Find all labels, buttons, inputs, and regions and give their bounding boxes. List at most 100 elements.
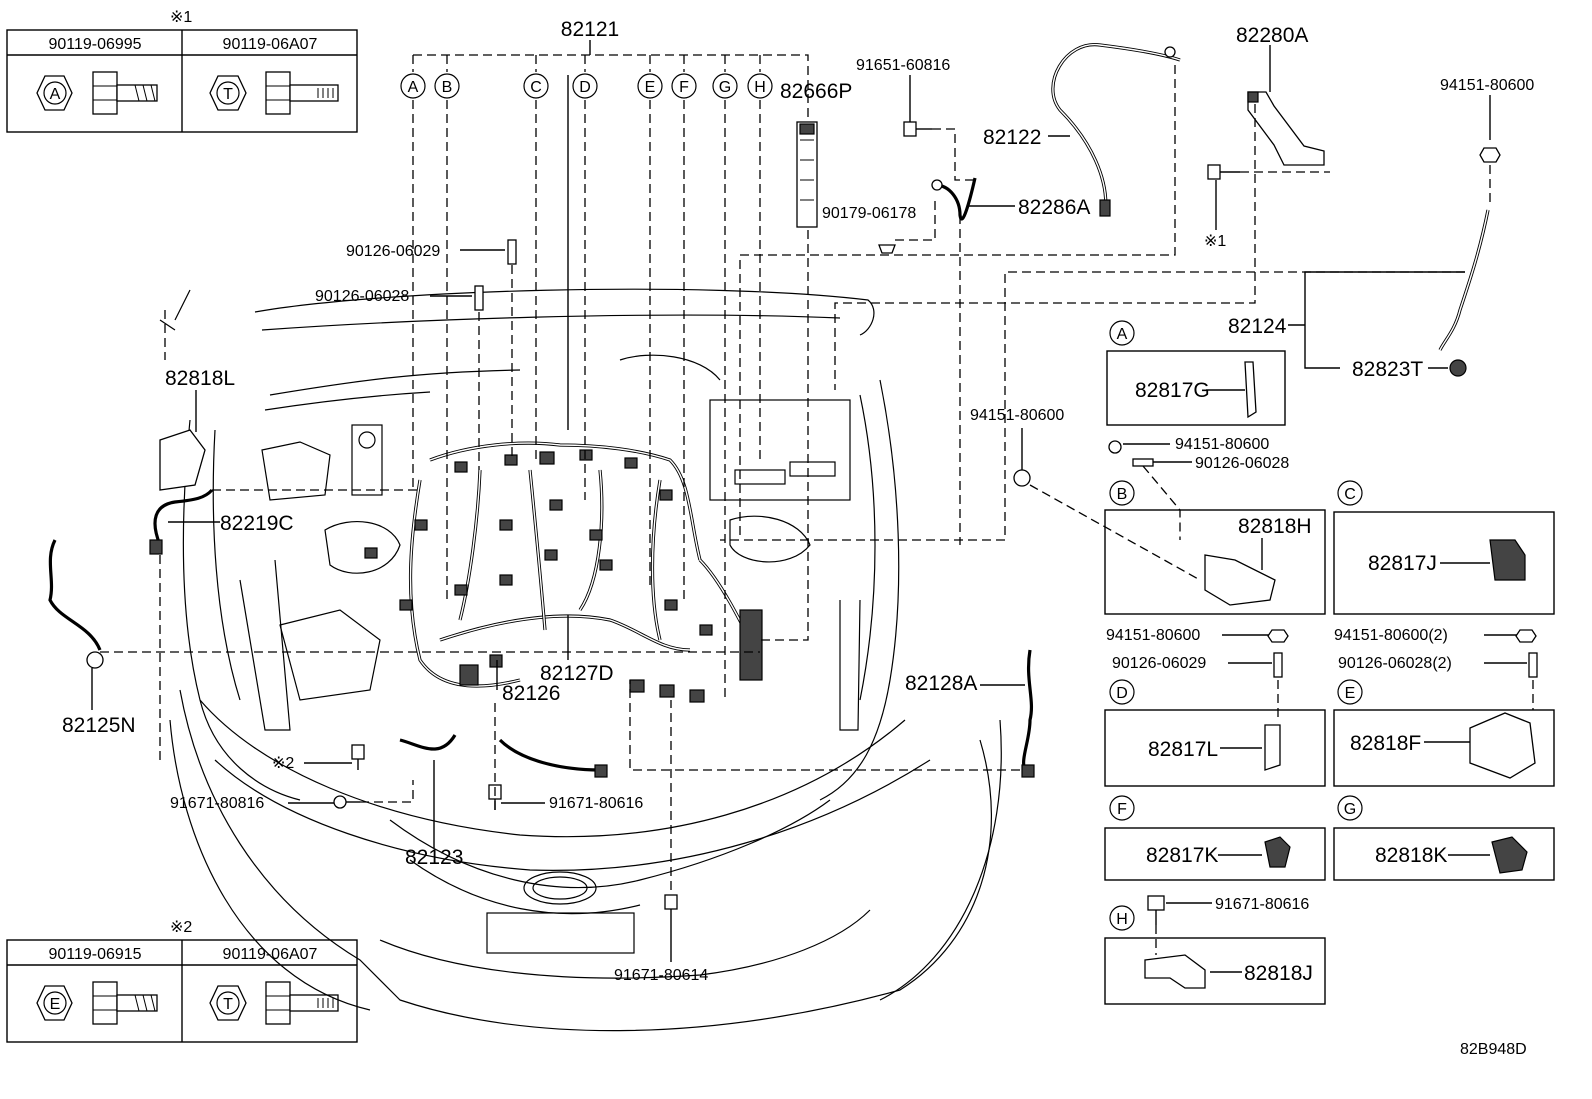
panel-A-part: 82817G <box>1135 379 1210 402</box>
svg-text:H: H <box>1116 911 1128 928</box>
bolt-91651-icon <box>903 121 932 137</box>
flange-bolt-icon: T <box>209 985 247 1021</box>
svg-text:B: B <box>1117 486 1128 503</box>
letter-callouts: A B C D E F G H <box>400 73 773 99</box>
label-main-part: 82121 <box>561 18 619 41</box>
label-82286A: 82286A <box>1018 196 1090 219</box>
callout-C: C <box>530 79 542 96</box>
panel-H-bolt: 91671-80616 <box>1215 896 1309 913</box>
detail-panel-H: H 91671-80616 82818J <box>1104 895 1326 1005</box>
label-mark1: ※1 <box>1204 233 1226 250</box>
svg-text:A: A <box>1117 326 1128 343</box>
label-90126-06028-top: 90126-06028 <box>315 288 409 305</box>
flange-bolt-icon: T <box>209 75 247 111</box>
panel-B-part: 82818H <box>1238 515 1312 538</box>
label-91671-80816: 91671-80816 <box>170 795 264 812</box>
label-82823T: 82823T <box>1352 358 1423 381</box>
detail-panel-G: G 82818K <box>1333 795 1555 881</box>
callout-E: E <box>645 79 656 96</box>
bolt-91671-80614-icon <box>664 894 678 925</box>
callout-A: A <box>408 79 419 96</box>
wire-82125N <box>48 539 102 651</box>
clip-90179-icon <box>878 244 896 254</box>
panel-C-stud: 90126-06028(2) <box>1338 655 1452 672</box>
leader-lines <box>91 40 1491 962</box>
wire-82122 <box>1051 43 1181 216</box>
label-82818L: 82818L <box>165 367 235 390</box>
callout-F: F <box>679 79 689 96</box>
table1-col2-pn: 90119-06A07 <box>223 36 318 53</box>
label-82125N: 82125N <box>62 714 136 737</box>
callout-B: B <box>442 79 453 96</box>
bolt-side-icon <box>265 71 339 115</box>
panel-E-part: 82818F <box>1350 732 1421 755</box>
label-mark2: ※2 <box>272 755 294 772</box>
svg-text:A: A <box>50 86 61 103</box>
label-82128A: 82128A <box>905 672 977 695</box>
diagram-code: 82B948D <box>1460 1041 1527 1058</box>
panel-C-part: 82817J <box>1368 552 1437 575</box>
label-82127D: 82127D <box>540 662 614 685</box>
bolt-mark1-icon <box>1207 164 1240 180</box>
bolt-91671-80816-icon <box>333 795 360 809</box>
bolt-side-icon <box>92 71 158 115</box>
table2-mark: ※2 <box>170 919 192 936</box>
svg-text:T: T <box>223 996 233 1013</box>
wire-82128A <box>1022 649 1034 771</box>
detail-panel-E: E 82818F <box>1333 679 1555 787</box>
label-91651: 91651-60816 <box>856 57 950 74</box>
panel-H-part: 82818J <box>1244 962 1313 985</box>
svg-text:E: E <box>50 996 61 1013</box>
panel-B-stud: 90126-06029 <box>1112 655 1206 672</box>
fastener-table-2: ※2 90119-06915 90119-06A07 E T <box>6 919 358 1043</box>
panel-A-nut-icon <box>1108 440 1122 454</box>
label-82219C: 82219C <box>220 512 294 535</box>
callout-D: D <box>579 79 591 96</box>
detail-panel-B: B 82818H 94151-80600 90126-06029 <box>1104 480 1326 720</box>
flange-nut-icon: E <box>36 985 73 1021</box>
table1-mark: ※1 <box>170 9 192 26</box>
relay-block-82666P <box>796 121 818 228</box>
bracket-82818L <box>159 429 206 491</box>
panel-C-stud-icon <box>1528 652 1538 678</box>
label-90126-06029-top: 90126-06029 <box>346 243 440 260</box>
panel-C-nut: 94151-80600(2) <box>1334 627 1448 644</box>
svg-text:C: C <box>1344 486 1356 503</box>
wire-82124 <box>1438 209 1490 351</box>
panel-B-stud-icon <box>1273 652 1283 678</box>
table1-col1-pn: 90119-06995 <box>48 36 141 53</box>
detail-panel-A: A 82817G 94151-80600 90126-06028 <box>1106 320 1289 540</box>
panel-B-nut-icon <box>1267 629 1289 643</box>
table2-col1-pn: 90119-06915 <box>48 946 141 963</box>
label-91671-80616-mid: 91671-80616 <box>549 795 643 812</box>
bolt-side-icon <box>92 981 158 1025</box>
svg-text:F: F <box>1117 801 1127 818</box>
panel-D-part: 82817L <box>1148 738 1218 761</box>
label-82666P: 82666P <box>780 80 852 103</box>
detail-panel-F: F 82817K <box>1104 795 1326 881</box>
detail-panel-C: C 82817J 94151-80600(2) 90126-06028(2) <box>1333 480 1555 710</box>
label-91671-80614: 91671-80614 <box>614 967 708 984</box>
nut-94151-icon <box>1479 147 1501 163</box>
svg-text:D: D <box>1116 685 1128 702</box>
wire-82123 <box>399 734 457 751</box>
svg-text:G: G <box>1344 801 1356 818</box>
bolt-mark2-icon <box>351 744 365 770</box>
svg-text:T: T <box>223 86 233 103</box>
callout-G: G <box>719 79 731 96</box>
part-labels: 82121 82666P 91651-60816 82122 82280A 94… <box>62 18 1534 1058</box>
panel-A-stud: 90126-06028 <box>1195 455 1289 472</box>
bolt-side-icon <box>265 981 339 1025</box>
label-94151-top: 94151-80600 <box>1440 77 1534 94</box>
panel-B-nut: 94151-80600 <box>1106 627 1200 644</box>
panel-C-nut-icon <box>1515 629 1537 643</box>
callout-H: H <box>754 79 766 96</box>
label-82122: 82122 <box>983 126 1041 149</box>
table2-col2-pn: 90119-06A07 <box>223 946 318 963</box>
panel-A-nut: 94151-80600 <box>1175 436 1269 453</box>
wire-82219C <box>153 488 214 546</box>
label-82124: 82124 <box>1228 315 1287 338</box>
panel-F-part: 82817K <box>1146 844 1218 867</box>
fastener-table-1: ※1 90119-06995 90119-06A07 A T <box>6 9 358 133</box>
